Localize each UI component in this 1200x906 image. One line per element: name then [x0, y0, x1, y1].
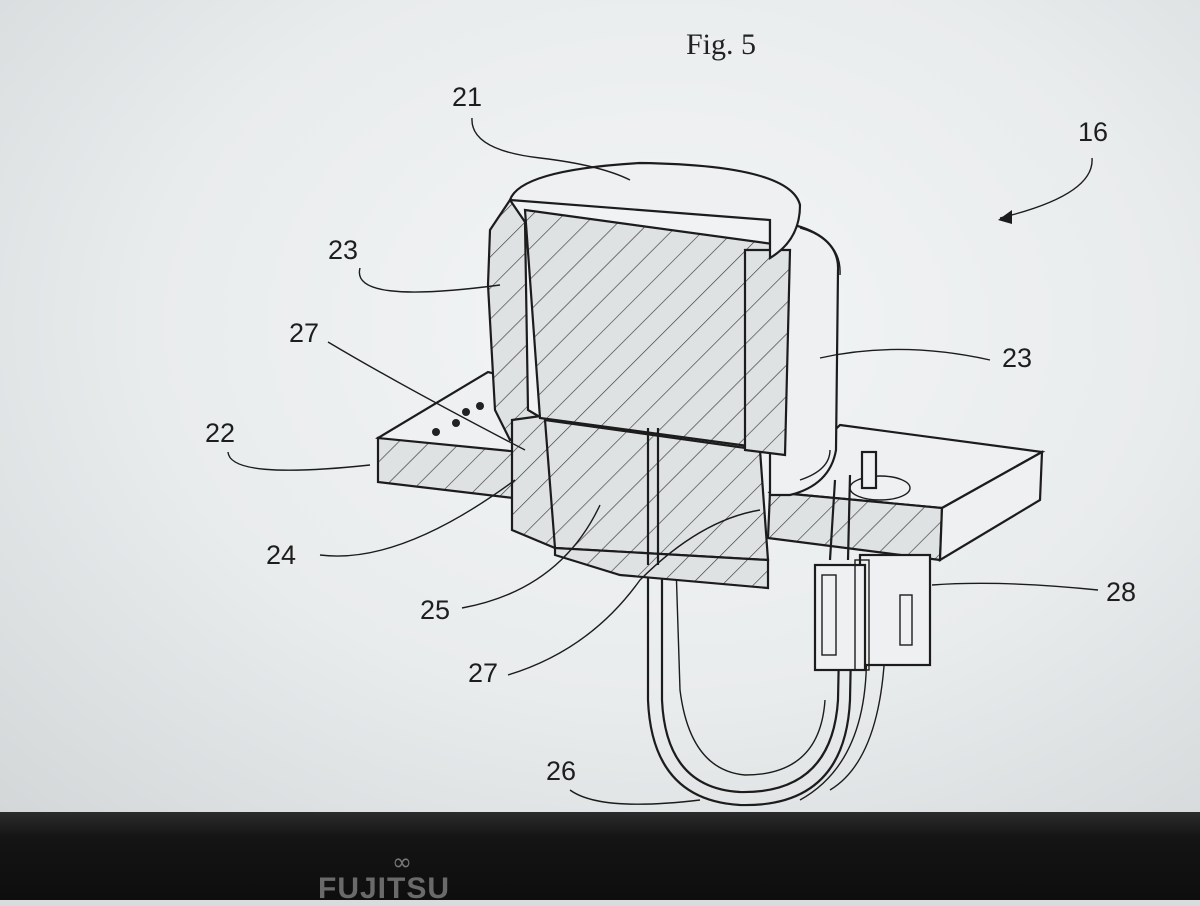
- ref-label-28: 28: [1106, 577, 1137, 607]
- cross-section-body: [486, 198, 792, 590]
- patent-drawing: [227, 117, 1099, 807]
- base-plate-right: [766, 423, 1046, 562]
- ref-label-23-right: 23: [1002, 343, 1033, 373]
- u-shaped-cable: [646, 560, 886, 807]
- leader-lines: [227, 117, 1099, 805]
- top-cap: [508, 161, 802, 260]
- ref-label-27-lower: 27: [468, 658, 499, 688]
- figure-title: Fig. 5: [686, 28, 757, 61]
- brand-mark-icon: ∞: [392, 848, 412, 876]
- ref-label-27-upper: 27: [289, 318, 320, 348]
- ref-label-16: 16: [1078, 117, 1109, 147]
- ref-label-23-left: 23: [328, 235, 359, 265]
- ref-label-25: 25: [420, 595, 451, 625]
- ref-label-24: 24: [266, 540, 297, 570]
- connector-housing: [813, 450, 932, 672]
- monitor-bezel: [0, 812, 1200, 900]
- monitor-brand-logo: FUJITSU: [318, 872, 451, 905]
- ref-label-22: 22: [205, 418, 236, 448]
- ref-label-21: 21: [452, 82, 483, 112]
- ref-label-26: 26: [546, 756, 577, 786]
